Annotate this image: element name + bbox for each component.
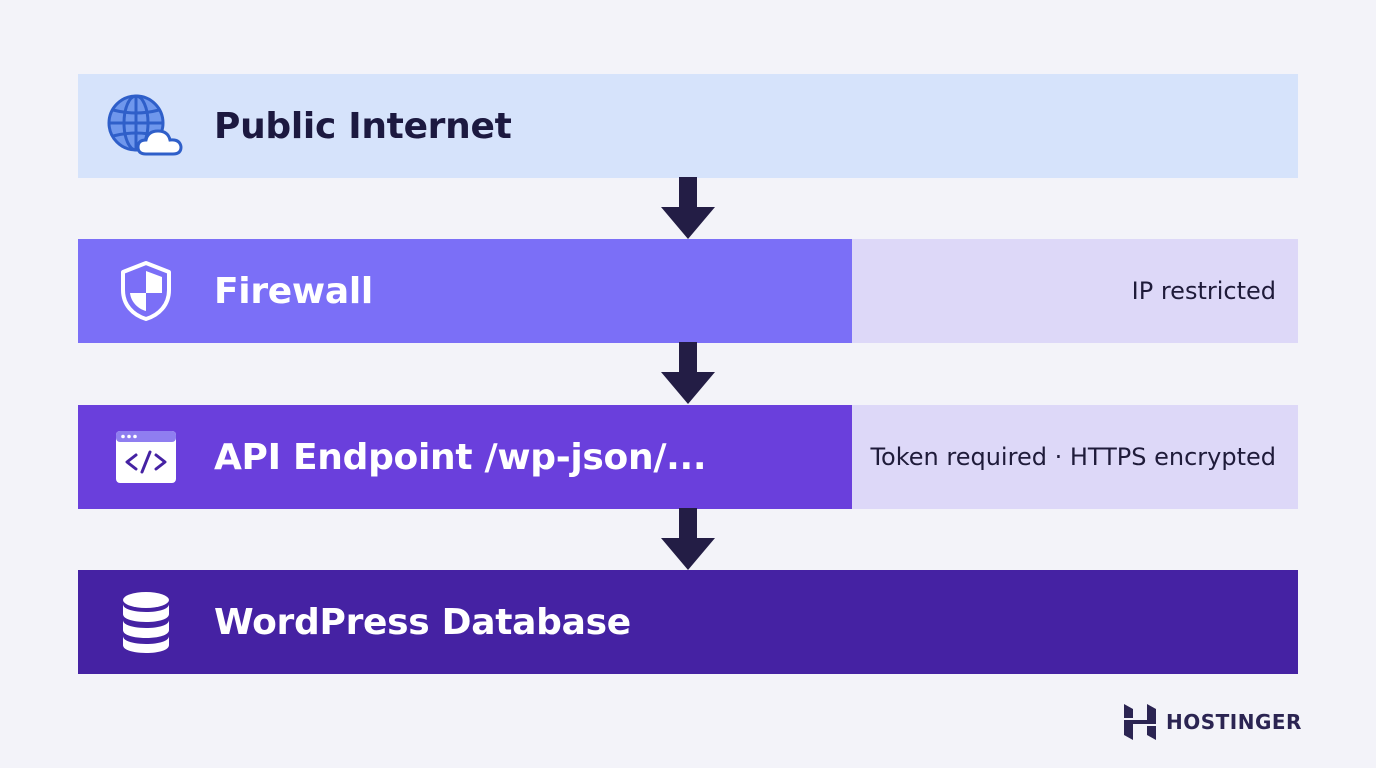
layer-main: API Endpoint /wp-json/... bbox=[78, 405, 852, 509]
code-window-icon bbox=[78, 405, 214, 509]
layer-title: Public Internet bbox=[214, 105, 512, 147]
layer-note: Token required · HTTPS encrypted bbox=[852, 405, 1298, 509]
layer-main: WordPress Database bbox=[78, 570, 1298, 674]
layer-title: Firewall bbox=[214, 270, 373, 312]
arrow-down-icon bbox=[661, 342, 715, 404]
arrow-down-icon bbox=[661, 177, 715, 239]
brand-name: HOSTINGER bbox=[1166, 710, 1302, 734]
layer-public-internet: Public Internet bbox=[78, 74, 1298, 178]
globe-cloud-icon bbox=[78, 74, 214, 178]
layer-firewall: Firewall IP restricted bbox=[78, 239, 1298, 343]
hostinger-logo-icon bbox=[1124, 704, 1156, 740]
layer-wordpress-database: WordPress Database bbox=[78, 570, 1298, 674]
layer-note: IP restricted bbox=[852, 239, 1298, 343]
layer-title: WordPress Database bbox=[214, 601, 631, 643]
database-icon bbox=[78, 570, 214, 674]
shield-icon bbox=[78, 239, 214, 343]
layer-main: Firewall bbox=[78, 239, 852, 343]
brand-logo: HOSTINGER bbox=[1124, 704, 1302, 740]
layer-api-endpoint: API Endpoint /wp-json/... Token required… bbox=[78, 405, 1298, 509]
layer-title: API Endpoint /wp-json/... bbox=[214, 436, 707, 478]
arrow-down-icon bbox=[661, 508, 715, 570]
layer-main: Public Internet bbox=[78, 74, 1298, 178]
